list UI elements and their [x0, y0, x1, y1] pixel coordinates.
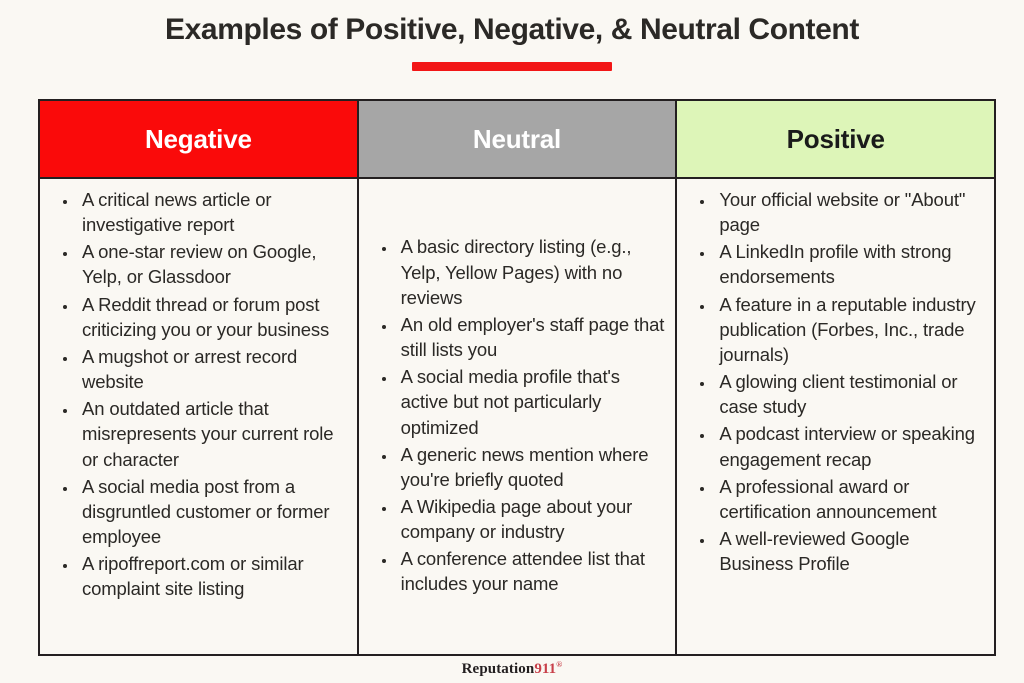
list-item: A generic news mention where you're brie…: [397, 442, 666, 492]
list-item: An outdated article that misrepresents y…: [78, 396, 347, 471]
list-item: A glowing client testimonial or case stu…: [715, 369, 984, 419]
column-body-positive: Your official website or "About" page A …: [677, 179, 994, 654]
list-item: A Reddit thread or forum post criticizin…: [78, 292, 347, 342]
positive-examples-list: Your official website or "About" page A …: [681, 187, 984, 578]
footer-brand-logo: Reputation911®: [0, 660, 1024, 678]
content-examples-table: Negative Neutral Positive A critical new…: [38, 99, 996, 656]
column-body-negative: A critical news article or investigative…: [40, 179, 359, 654]
title-underline-accent: [412, 62, 612, 71]
list-item: An old employer's staff page that still …: [397, 312, 666, 362]
list-item: A well-reviewed Google Business Profile: [715, 526, 984, 576]
column-header-neutral: Neutral: [358, 101, 678, 177]
table-body-row: A critical news article or investigative…: [40, 179, 994, 654]
list-item: A social media profile that's active but…: [397, 364, 666, 439]
page-title: Examples of Positive, Negative, & Neutra…: [165, 13, 859, 46]
list-item: A mugshot or arrest record website: [78, 344, 347, 394]
list-item: A basic directory listing (e.g., Yelp, Y…: [397, 234, 666, 309]
list-item: A feature in a reputable industry public…: [715, 292, 984, 367]
list-item: A ripoffreport.com or similar complaint …: [78, 551, 347, 601]
list-item: Your official website or "About" page: [715, 187, 984, 237]
logo-trademark-symbol: ®: [556, 660, 563, 669]
list-item: A LinkedIn profile with strong endorseme…: [715, 239, 984, 289]
list-item: A podcast interview or speaking engageme…: [715, 421, 984, 471]
column-header-negative: Negative: [40, 101, 359, 177]
title-block: Examples of Positive, Negative, & Neutra…: [0, 0, 1024, 71]
neutral-examples-list: A basic directory listing (e.g., Yelp, Y…: [363, 234, 666, 598]
table-header-row: Negative Neutral Positive: [40, 101, 995, 179]
negative-examples-list: A critical news article or investigative…: [44, 187, 347, 604]
logo-wordmark: Reputation: [461, 661, 535, 677]
logo-number: 911: [534, 661, 557, 677]
list-item: A conference attendee list that includes…: [397, 546, 666, 596]
list-item: A critical news article or investigative…: [78, 187, 347, 237]
column-body-neutral: A basic directory listing (e.g., Yelp, Y…: [359, 179, 678, 654]
list-item: A professional award or certification an…: [715, 474, 984, 524]
list-item: A one-star review on Google, Yelp, or Gl…: [78, 239, 347, 289]
list-item: A Wikipedia page about your company or i…: [397, 494, 666, 544]
list-item: A social media post from a disgruntled c…: [78, 474, 347, 549]
column-header-positive: Positive: [677, 101, 995, 177]
